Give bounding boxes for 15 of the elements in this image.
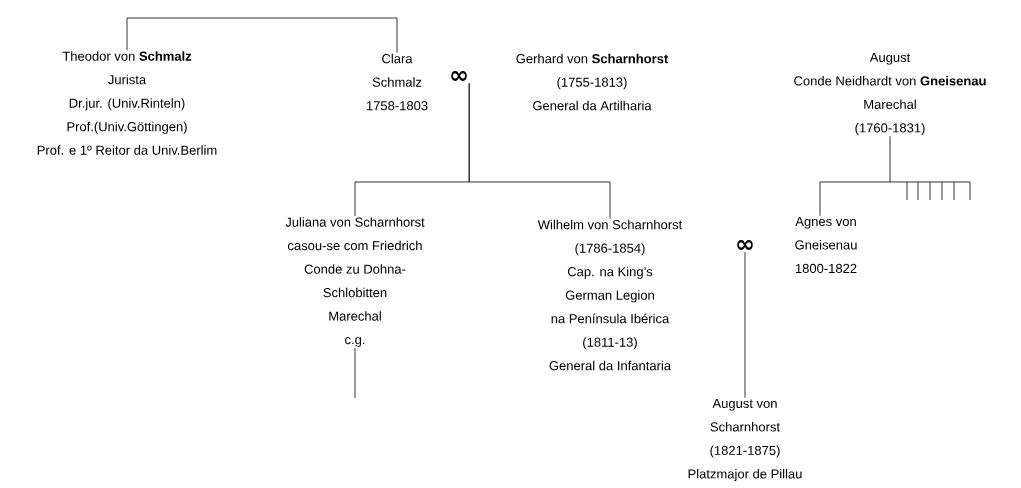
person-entry: Juliana von Scharnhorst casou-se com Friedrich Conde zu Dohna- Schlobitten Marechal c.g. [285, 217, 425, 347]
connector-line [354, 347, 356, 399]
person-entry: August Conde Neidhardt von Gneisenau Marechal (1760-1831) [794, 52, 986, 136]
person-entry: Gerhard von Scharnhorst (1755-1813) General da Artilharia [516, 53, 669, 111]
marriage-symbol: ∞ [451, 70, 467, 81]
connector-line [468, 82, 611, 219]
person-entry: August von Scharnhorst (1821-1875) Platzmajor de Pillau [688, 398, 802, 482]
marriage-symbol: ∞ [737, 239, 753, 250]
person-entry: Theodor von Schmalz Jurista Dr.jur. (Univ.Rinteln) Prof.(Univ.Göttingen) Prof. e 1º Reitor da Univ.Berlim [37, 51, 217, 155]
connector-line [744, 251, 746, 399]
person-entry: Wilhelm von Scharnhorst (1786-1854) Cap. na King’s German Legion na Península Ibérica (1811-13) General da Infantaria [537, 219, 683, 371]
person-entry: Clara Schmalz 1758-1803 [366, 53, 428, 111]
person-entry: Agnes von Gneisenau 1800-1822 [795, 216, 857, 274]
connector-line [819, 135, 891, 217]
connector-line [126, 17, 398, 53]
